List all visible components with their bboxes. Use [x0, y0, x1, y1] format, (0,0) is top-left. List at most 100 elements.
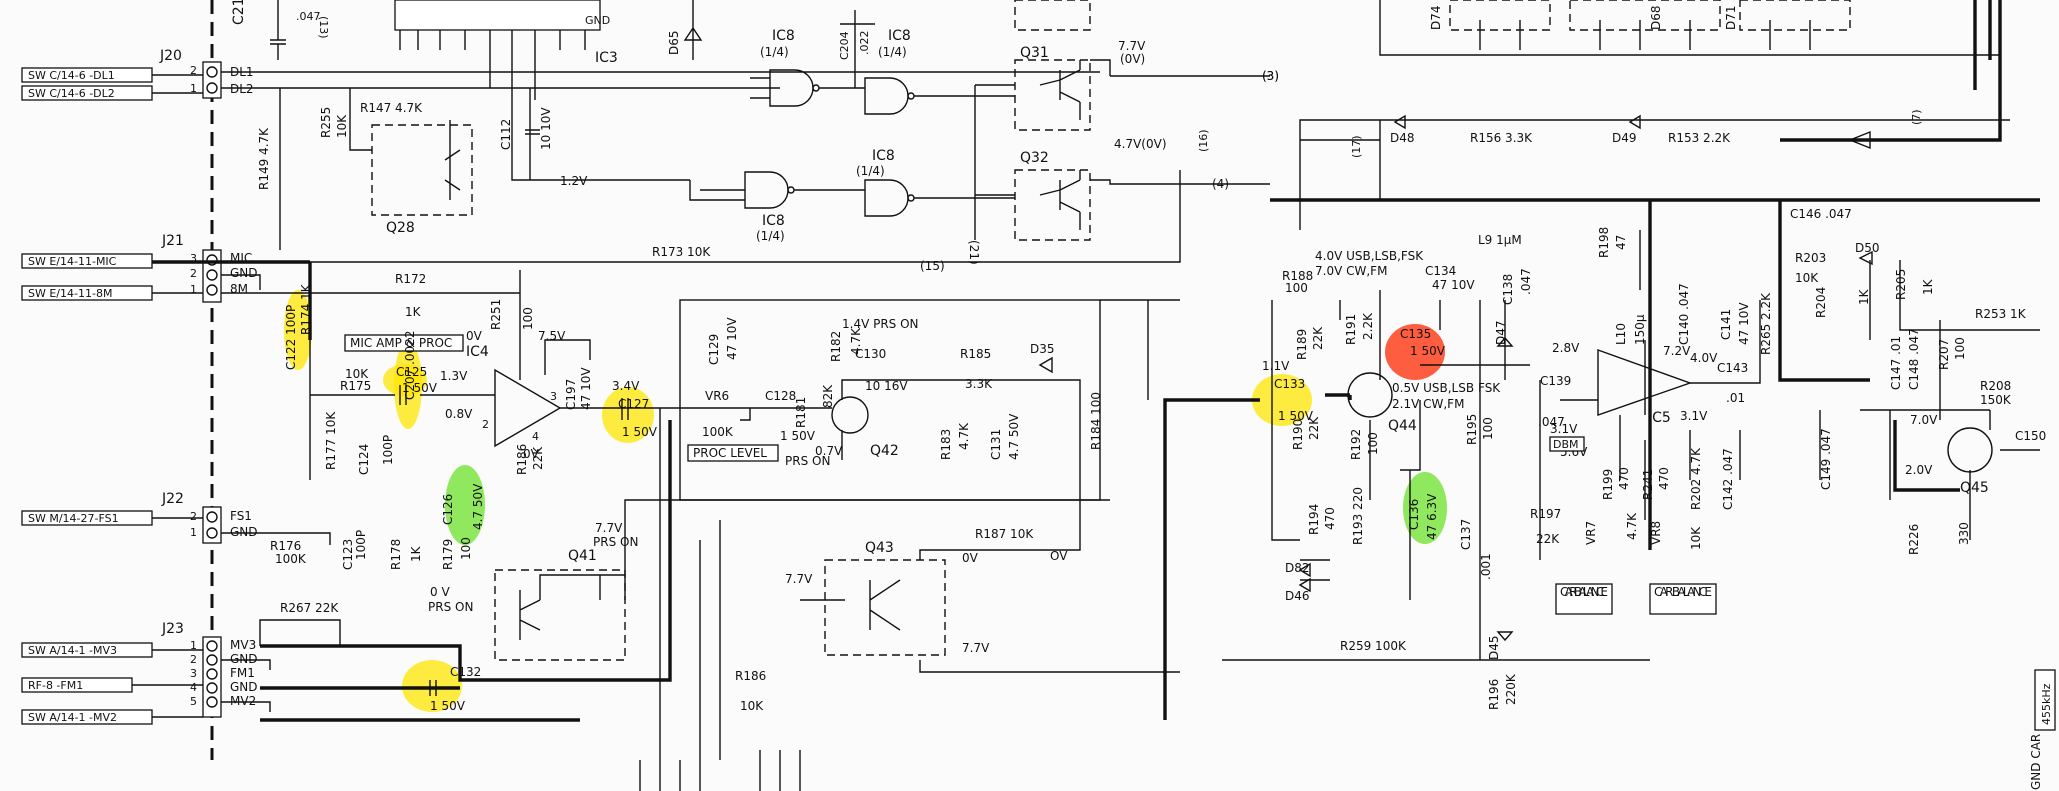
- svg-text:47: 47: [1614, 235, 1628, 250]
- svg-text:R179: R179: [441, 539, 455, 570]
- svg-text:D71: D71: [1724, 5, 1738, 30]
- svg-text:2: 2: [190, 267, 197, 280]
- svg-text:1 50V: 1 50V: [430, 699, 466, 713]
- svg-text:R202 4.7K: R202 4.7K: [1689, 447, 1703, 510]
- svg-text:0V: 0V: [962, 551, 979, 565]
- svg-text:10K: 10K: [335, 114, 349, 138]
- highlight-c126: [445, 465, 485, 545]
- ic3-block: IC3 GND C210 .047 (13): [231, 0, 690, 181]
- diode-array: D74 D68 D71 (17) (16) D48 R156 3.3K D49 …: [1197, 0, 2010, 230]
- ic5-opamp: [1597, 349, 1693, 416]
- svg-text:D68: D68: [1649, 5, 1663, 30]
- svg-text:C142 .047: C142 .047: [1721, 448, 1735, 510]
- svg-text:VR8: VR8: [1649, 521, 1663, 545]
- svg-text:C204: C204: [838, 31, 851, 60]
- highlight-c125: [383, 364, 427, 396]
- svg-text:SW C/14-6 -DL1: SW C/14-6 -DL1: [28, 69, 115, 82]
- svg-text:C127: C127: [618, 397, 649, 411]
- svg-text:82K: 82K: [821, 384, 835, 408]
- svg-text:(15): (15): [920, 259, 945, 273]
- svg-text:1 50V: 1 50V: [1278, 409, 1314, 423]
- svg-text:FM1: FM1: [230, 666, 255, 680]
- svg-text:C136: C136: [1407, 499, 1421, 530]
- ic8-gates: IC8 (1/4) IC8 (1/4) IC8 (1/4) IC8 (1/4) …: [667, 0, 1015, 243]
- svg-text:R265 2.2K: R265 2.2K: [1759, 292, 1773, 355]
- svg-text:4.7K: 4.7K: [957, 422, 971, 450]
- svg-text:7.5V: 7.5V: [538, 329, 566, 343]
- svg-text:0V: 0V: [466, 329, 483, 343]
- car-balance-2: [1649, 583, 1717, 615]
- svg-text:RF-8 -FM1: RF-8 -FM1: [28, 679, 83, 692]
- svg-text:L9 1μM: L9 1μM: [1478, 233, 1522, 247]
- svg-text:R188: R188: [1282, 269, 1313, 283]
- svg-text:4.7K: 4.7K: [849, 327, 863, 355]
- svg-text:R182: R182: [829, 331, 843, 362]
- svg-text:22K: 22K: [1536, 532, 1560, 546]
- svg-text:PROC LEVEL: PROC LEVEL: [693, 446, 767, 460]
- svg-text:.047: .047: [1538, 415, 1565, 429]
- j22-connector: J22 2 1 FS1 GND SW M/14-27-FS1: [21, 491, 331, 545]
- svg-text:GND CAR: GND CAR: [2029, 734, 2043, 790]
- svg-text:.047: .047: [296, 10, 321, 23]
- svg-text:C148 .047: C148 .047: [1907, 328, 1921, 390]
- svg-text:D45: D45: [1487, 635, 1501, 660]
- svg-text:Q42: Q42: [870, 443, 899, 459]
- svg-text:IC8: IC8: [772, 28, 795, 44]
- svg-text:C138: C138: [1501, 274, 1515, 305]
- svg-text:FS1: FS1: [230, 509, 252, 523]
- svg-text:22K: 22K: [1307, 416, 1321, 440]
- svg-text:R197: R197: [1530, 507, 1561, 521]
- svg-text:3: 3: [550, 390, 557, 403]
- svg-text:C147 .01: C147 .01: [1889, 336, 1903, 390]
- svg-text:(3): (3): [1262, 69, 1279, 83]
- svg-text:.022: .022: [858, 31, 871, 56]
- svg-text:5: 5: [190, 695, 197, 708]
- svg-text:1K: 1K: [1857, 288, 1871, 305]
- svg-text:10K: 10K: [740, 699, 764, 713]
- svg-text:R207: R207: [1937, 339, 1951, 370]
- svg-text:R186: R186: [515, 444, 529, 475]
- svg-text:SW M/14-27-FS1: SW M/14-27-FS1: [28, 512, 119, 525]
- svg-text:0.8V: 0.8V: [445, 407, 473, 421]
- q45-transistor: [1947, 427, 1993, 473]
- svg-text:3: 3: [190, 252, 197, 265]
- svg-text:3.1V: 3.1V: [1680, 409, 1708, 423]
- svg-text:R156 3.3K: R156 3.3K: [1470, 131, 1533, 145]
- svg-text:2: 2: [482, 418, 489, 431]
- svg-text:R192: R192: [1349, 429, 1363, 460]
- svg-text:R184 100: R184 100: [1089, 392, 1103, 450]
- svg-text:47 10V: 47 10V: [725, 317, 739, 360]
- svg-text:1K: 1K: [405, 305, 422, 319]
- svg-text:4.7 50V: 4.7 50V: [471, 483, 485, 530]
- svg-text:7.2V: 7.2V: [1663, 344, 1691, 358]
- svg-text:IC8: IC8: [762, 213, 785, 229]
- proc-stage: PROC LEVEL VR6 100K C128 1 50V 0.7V PRS …: [660, 299, 1103, 501]
- svg-text:R189: R189: [1295, 329, 1309, 360]
- svg-text:C123: C123: [341, 539, 355, 570]
- svg-text:CAR BALANCE: CAR BALANCE: [1560, 585, 1608, 599]
- svg-text:1.3V: 1.3V: [440, 369, 468, 383]
- svg-text:R190: R190: [1291, 419, 1305, 450]
- svg-text:C130: C130: [855, 347, 886, 361]
- svg-text:47 6.3V: 47 6.3V: [1425, 493, 1439, 540]
- svg-text:100: 100: [1285, 281, 1308, 295]
- svg-text:C133: C133: [1274, 377, 1305, 391]
- svg-text:(13): (13): [317, 16, 330, 39]
- svg-text:Q44: Q44: [1388, 418, 1417, 434]
- svg-text:IC3: IC3: [595, 50, 618, 66]
- svg-text:7.7V: 7.7V: [962, 641, 990, 655]
- svg-text:C137: C137: [1459, 519, 1473, 550]
- svg-text:C125: C125: [396, 365, 427, 379]
- svg-text:C129: C129: [707, 334, 721, 365]
- ic4-mic-amp: MIC AMP & PROC IC4 3 2 4 0V 1.3V 0.8V 0V…: [270, 270, 661, 760]
- highlight-c133: [1252, 374, 1312, 426]
- svg-text:R194: R194: [1307, 504, 1321, 535]
- svg-text:100: 100: [1481, 417, 1495, 440]
- svg-text:4.0V USB,LSB,FSK: 4.0V USB,LSB,FSK: [1315, 249, 1424, 263]
- svg-text:C132: C132: [450, 665, 481, 679]
- svg-text:R172: R172: [395, 272, 426, 286]
- svg-text:1: 1: [190, 526, 197, 539]
- svg-text:1K: 1K: [409, 545, 423, 562]
- svg-text:C112: C112: [499, 119, 513, 150]
